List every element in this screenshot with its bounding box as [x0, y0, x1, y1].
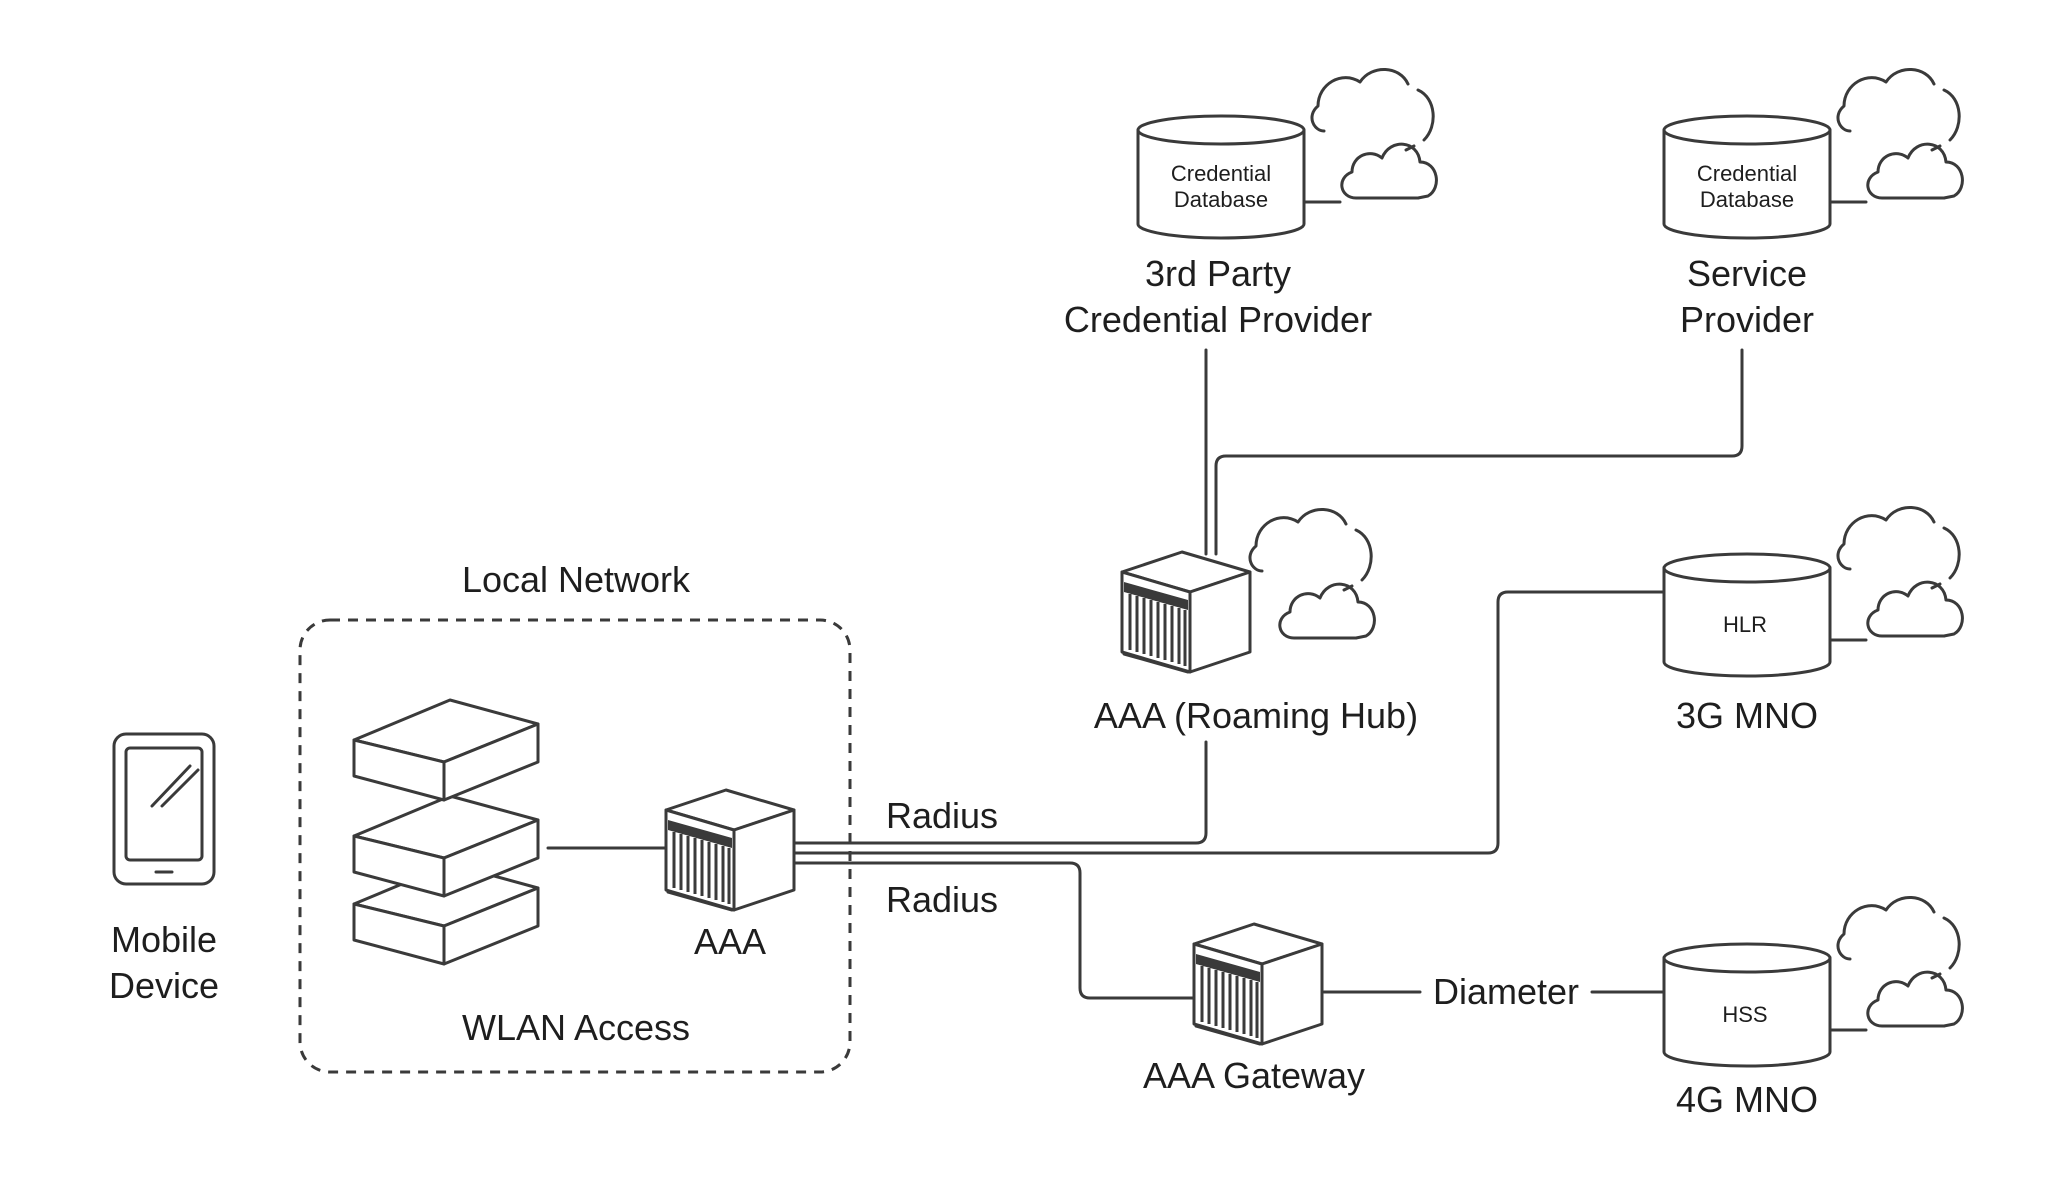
third-party-db-line2: Database	[1174, 187, 1268, 212]
mobile-device: Mobile Device	[109, 732, 219, 1006]
aaa-to-roaming-hub-link	[792, 740, 1208, 845]
aaa-gateway-label: AAA Gateway	[1143, 1055, 1365, 1096]
diameter-label: Diameter	[1433, 971, 1579, 1012]
mno-4g-label: 4G MNO	[1676, 1079, 1818, 1120]
radius-lower-label: Radius	[886, 879, 998, 920]
aaa-to-aaa-gateway-link	[792, 861, 1198, 1000]
mno-3g-label: 3G MNO	[1676, 695, 1818, 736]
roaming-hub: AAA (Roaming Hub)	[1094, 507, 1418, 736]
service-provider: Credential Database Service Provider	[1662, 67, 1964, 340]
aaa-server-icon	[664, 788, 796, 912]
service-provider-label-line2: Provider	[1680, 299, 1814, 340]
third-party-credential-provider: Credential Database 3rd Party Credential…	[1064, 67, 1438, 340]
hss-label: HSS	[1722, 1002, 1767, 1027]
service-provider-db-line2: Database	[1700, 187, 1794, 212]
aaa-gateway-server-icon	[1192, 922, 1324, 1046]
mno-4g: HSS 4G MNO	[1662, 895, 1964, 1120]
third-party-label-line2: Credential Provider	[1064, 299, 1372, 340]
mobile-phone-icon	[112, 732, 216, 886]
mno-3g: HLR 3G MNO	[1662, 505, 1964, 736]
local-network-label: Local Network	[462, 559, 691, 600]
third-party-cloud-icon	[1302, 67, 1438, 204]
roaming-hub-to-service-provider-link	[1214, 348, 1744, 556]
roaming-hub-cloud-icon	[1248, 507, 1376, 640]
aaa-to-3g-mno-link	[792, 590, 1668, 855]
connection-lines	[546, 348, 1744, 1000]
aaa-label: AAA	[694, 921, 766, 962]
radius-upper-label: Radius	[886, 795, 998, 836]
third-party-db-line1: Credential	[1171, 161, 1271, 186]
roaming-hub-label: AAA (Roaming Hub)	[1094, 695, 1418, 736]
mobile-device-label-line1: Mobile	[111, 919, 217, 960]
mobile-device-label-line2: Device	[109, 965, 219, 1006]
mno-3g-cloud-icon	[1828, 505, 1964, 642]
local-network: Local Network WLAN Access AAA	[298, 559, 852, 1074]
aaa-gateway: AAA Gateway	[1143, 922, 1365, 1096]
wlan-access-label: WLAN Access	[462, 1007, 690, 1048]
third-party-label-line1: 3rd Party	[1145, 253, 1291, 294]
service-provider-label-line1: Service	[1687, 253, 1807, 294]
hlr-label: HLR	[1723, 612, 1767, 637]
mno-4g-cloud-icon	[1828, 895, 1964, 1032]
service-provider-db-line1: Credential	[1697, 161, 1797, 186]
roaming-hub-server-icon	[1120, 550, 1252, 674]
service-provider-cloud-icon	[1828, 67, 1964, 204]
wlan-access-point-icon	[352, 698, 540, 966]
